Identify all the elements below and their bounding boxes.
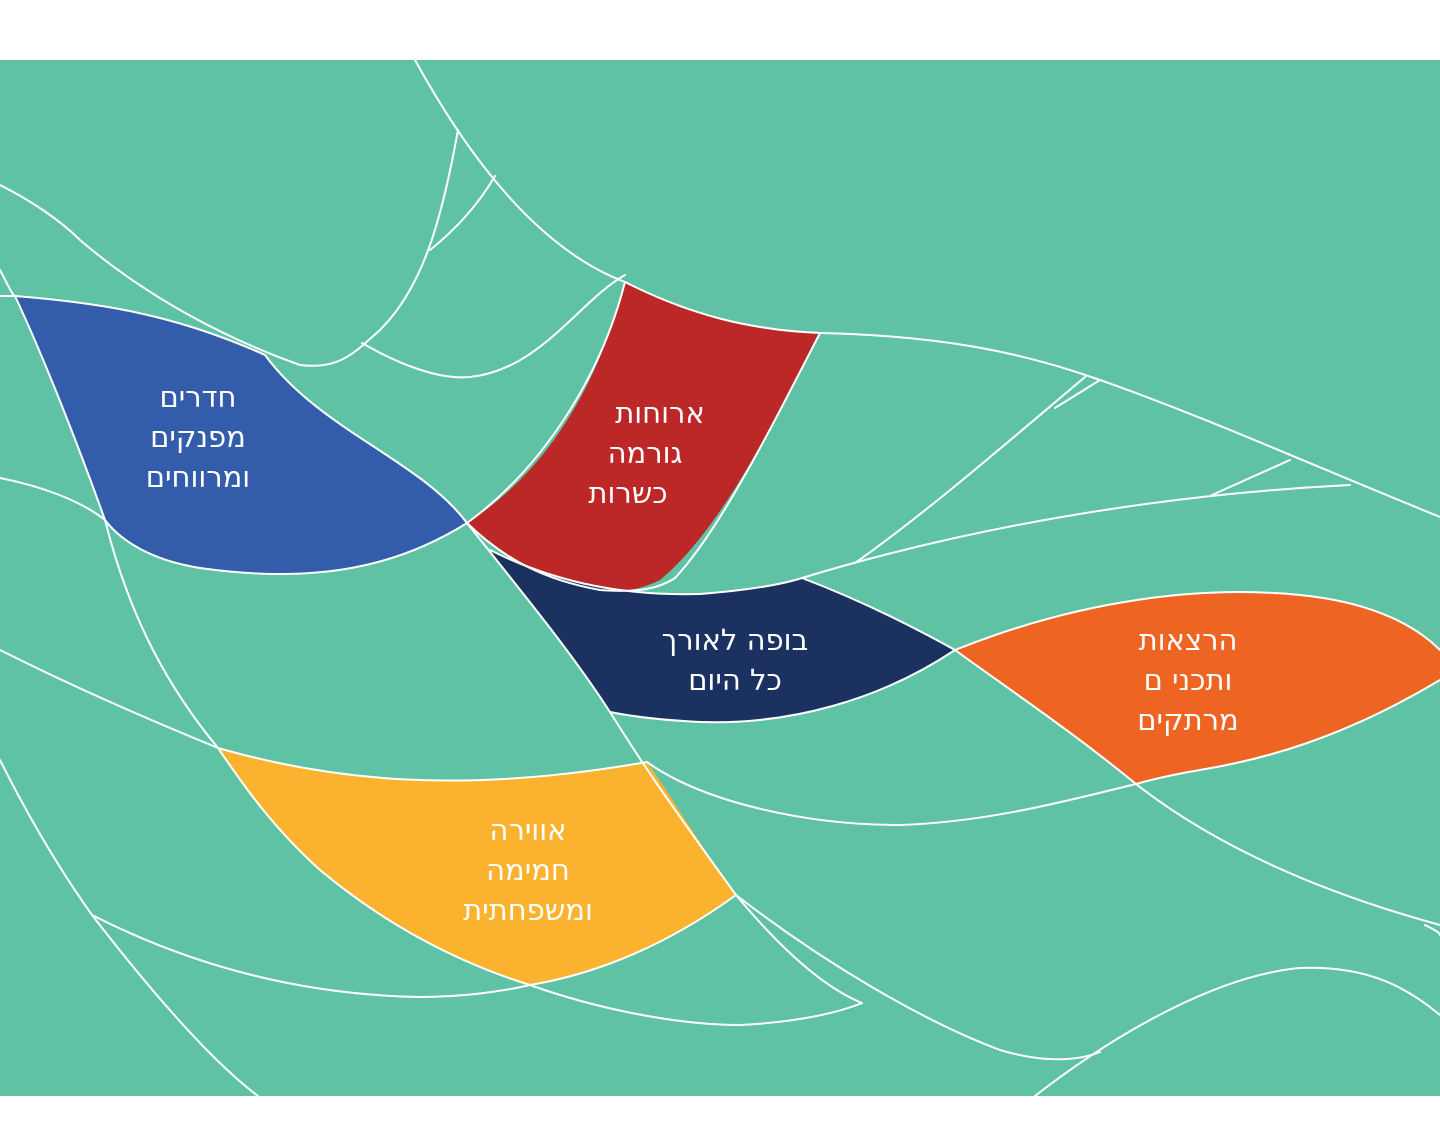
label-line: ארוחות <box>615 396 705 430</box>
seam-line <box>954 649 1440 785</box>
seam-line <box>91 914 863 1026</box>
seam-line <box>361 274 626 379</box>
label-line: חמימה <box>486 853 570 887</box>
seam-line <box>104 519 648 782</box>
label-line: מרתקים <box>1137 703 1238 737</box>
seam-line <box>646 761 1440 926</box>
label-line: אווירה <box>490 813 567 847</box>
patch-atmosphere-yellow <box>218 748 736 985</box>
label-line: כל היום <box>688 663 782 697</box>
seam-line <box>954 591 1440 651</box>
patch-meals-red <box>467 282 820 592</box>
seam-line <box>1034 966 1440 1097</box>
label-line: גורמה <box>608 436 683 470</box>
seam-line <box>0 477 106 521</box>
label-line: בופה לאורך <box>662 623 809 657</box>
seam-line <box>429 175 496 251</box>
label-rooms: חדרים מפנקים ומרווחים <box>146 380 250 494</box>
label-line: ומרווחים <box>146 460 250 494</box>
seam-line <box>489 549 956 724</box>
seam-lines <box>0 59 1440 1097</box>
patch-rooms-blue <box>15 296 467 575</box>
seam-line <box>1211 459 1291 496</box>
label-line: ומשפחתית <box>463 893 593 927</box>
seam-line <box>735 894 1101 1061</box>
seam-line <box>854 376 1086 564</box>
seam-line <box>414 59 1440 518</box>
patch-lectures-orange <box>955 592 1440 784</box>
label-line: ותכני ם <box>1144 663 1233 697</box>
seam-line <box>0 129 459 367</box>
label-buffet: בופה לאורך כל היום <box>662 623 809 697</box>
seam-line <box>0 269 626 524</box>
label-meals: ארוחות גורמה כשרות <box>588 396 704 510</box>
label-lectures: הרצאות ותכני ם מרתקים <box>1137 623 1238 737</box>
seam-line <box>14 295 821 592</box>
seam-line <box>466 522 863 1004</box>
seam-line <box>1054 379 1101 409</box>
seam-line <box>0 649 737 986</box>
label-line: מפנקים <box>150 420 246 454</box>
label-atmosphere: אווירה חמימה ומשפחתית <box>463 813 593 927</box>
green-background-panel <box>0 60 1440 1096</box>
label-line: הרצאות <box>1139 623 1238 657</box>
seam-line <box>801 484 1351 579</box>
label-line: חדרים <box>160 380 237 414</box>
label-line: כשרות <box>588 476 667 510</box>
